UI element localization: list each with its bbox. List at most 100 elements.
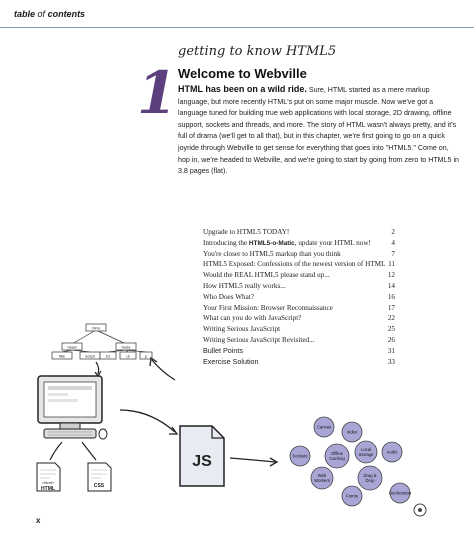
toc-entry-title: Who Does What? [203,292,254,301]
toc-title-part: , update your HTML now! [294,238,371,247]
toc-entry-page: 16 [387,292,395,301]
toc-entry-title: Upgrade to HTML5 TODAY! [203,228,290,236]
dom-label-p: p [145,354,148,359]
api-bubble-label: Video [347,430,358,435]
html-file-label: HTML [41,486,55,492]
chapter-kicker: getting to know HTML5 [178,44,337,59]
dom-node-p [139,351,153,360]
toc-entry-title: Writing Serious JavaScript [203,325,281,334]
intro-lead: HTML has been on a wild ride. [178,84,307,94]
toc-entry[interactable]: How HTML5 really works...14 [203,281,395,292]
chapter-intro: HTML has been on a wild ride. Sure, HTML… [178,84,460,178]
js-file-icon [179,425,225,487]
toc-entry[interactable]: Would the REAL HTML5 please stand up... 1… [203,270,395,281]
toc-entry-page: 33 [387,357,395,366]
toc-entry[interactable]: Upgrade to HTML5 TODAY! 2 [203,227,395,238]
dom-node-title [51,351,73,360]
page-number: x [36,516,41,525]
chapter-title: Welcome to Webville [178,66,307,81]
toc-entry-title: Exercise Solution [203,356,259,366]
toc-entry-page: 7 [391,249,395,258]
dom-label-h1: h1 [106,354,111,359]
toc-entry-page: 26 [387,335,395,344]
computer-icon [37,375,108,440]
toc-entry-page: 25 [387,325,395,334]
toc-entry-title: Would the REAL HTML5 please stand up... [203,271,330,280]
header-word-of: of [37,9,46,19]
api-bubble [389,482,411,504]
api-bubble [289,445,311,467]
arrow-css-up [81,441,97,461]
api-bubble [381,441,403,463]
api-bubble-label: Sockets [293,454,308,459]
toc-entry-title: How HTML5 really works... [203,281,286,290]
html-file-icon [36,462,61,492]
api-bubble [357,465,383,491]
dom-node-ul [119,351,137,360]
html-tag-label: <html> [42,480,55,485]
dom-label-title: title [59,354,66,359]
toc-entry-title: Your First Mission: Browser Reconnaissan… [203,303,333,312]
arrow-computer-js [119,409,176,433]
header-rule [0,27,474,28]
dom-label-script: script [85,354,95,359]
toc-entry[interactable]: What can you do with JavaScript?22 [203,313,395,324]
toc-entry-page: 17 [387,303,395,312]
dom-label-html: html [92,326,100,331]
dom-label-head: head [68,345,77,350]
header-word-contents: contents [47,9,86,19]
dom-node-body [115,342,137,351]
toc-entry-page: 2 [391,228,395,236]
api-bubble-label: Audio [387,450,398,455]
arrow-html-up [49,441,63,461]
toc-entry[interactable]: Bullet Points 31 [203,345,395,357]
toc-entry[interactable]: Your First Mission: Browser Reconnaissan… [203,303,395,314]
toc-entry-title: Bullet Points [203,345,243,355]
api-bubble [313,416,335,438]
chapter-number: 1 [137,59,178,127]
css-file-icon [87,462,112,492]
arrow-tree-down [95,361,100,375]
running-header: table of contents [14,9,85,19]
api-bubble [324,443,350,469]
toc-entry[interactable]: Introducing the HTML5-o-Matic, update yo… [203,238,395,249]
toc-entry-title: What can you do with JavaScript? [203,314,302,323]
toc-entry-title: HTML5 Exposed: Confessions of the newest… [203,260,386,269]
gear-icon [413,503,427,517]
toc-entry-page: 12 [387,271,395,280]
api-bubble-label: Geolocation [389,491,412,496]
toc-entry[interactable]: You're closer to HTML5 markup than you t… [203,249,395,260]
api-bubble-label: Drag &Drop [363,473,376,483]
dom-label-body: body [122,345,131,350]
api-bubble [341,421,363,443]
toc-entry-page: 11 [388,260,395,269]
toc-title-part: Introducing the [203,238,249,247]
toc-entry[interactable]: Who Does What? 16 [203,292,395,303]
toc-entry-page: 4 [391,238,395,247]
api-bubble-label: Forms [346,494,358,499]
css-file-label: CSS [94,483,105,489]
toc-entry-title: You're closer to HTML5 markup than you t… [203,249,341,258]
js-file-label: JS [192,453,212,470]
toc-entry[interactable]: Writing Serious JavaScript Revisited... 2… [203,335,395,346]
header-word-table: table [14,9,36,19]
toc-entry-title: Writing Serious JavaScript Revisited... [203,335,315,344]
toc-entry[interactable]: Exercise Solution 33 [203,356,395,368]
dom-node-head [61,342,83,351]
toc-entry[interactable]: Writing Serious JavaScript 25 [203,324,395,335]
api-bubble [310,466,334,490]
toc-entry-page: 31 [387,346,395,355]
dom-node-h1 [99,351,117,360]
html5-o-matic-brand: HTML5-o-Matic [248,239,295,247]
toc-entry[interactable]: HTML5 Exposed: Confessions of the newest… [203,259,395,270]
dom-tree-diagram [51,323,153,360]
api-bubble [354,440,378,464]
arrow-js-tree [151,359,176,381]
api-bubble [341,485,363,507]
